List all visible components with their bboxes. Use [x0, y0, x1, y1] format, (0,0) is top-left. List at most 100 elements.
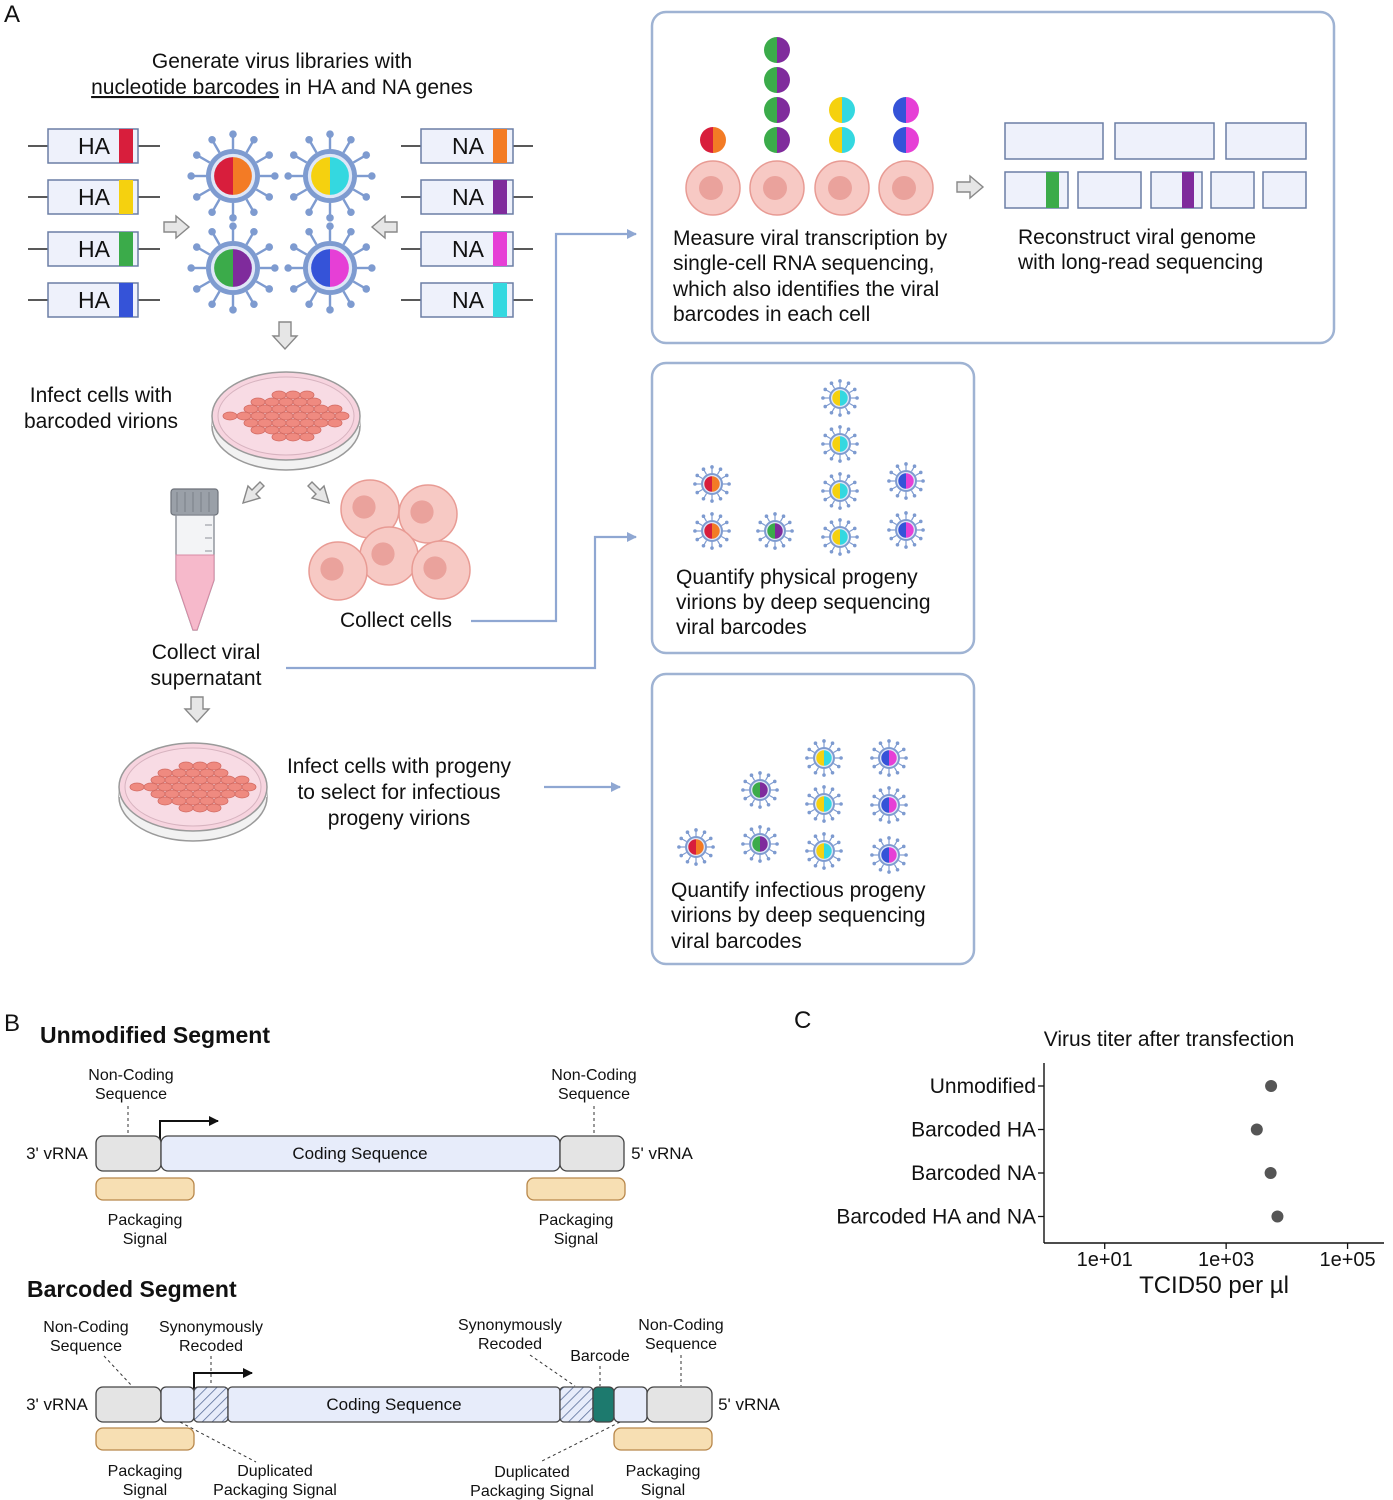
barcode-half-right — [824, 750, 832, 766]
barcode-half-right — [696, 839, 704, 855]
spike-tip — [701, 543, 706, 548]
spike-tip — [889, 487, 894, 492]
bc-syn-right-2: Recoded — [478, 1336, 542, 1353]
cell-nucleus — [423, 556, 447, 580]
spike-tip — [192, 243, 201, 251]
spike-tip — [838, 518, 842, 522]
bc-barcode-label: Barcode — [570, 1348, 630, 1365]
physical-progeny-virions — [693, 379, 925, 556]
ha-gene-label: HA — [78, 236, 111, 262]
spike-tip — [695, 473, 700, 478]
category-label: Unmodified — [930, 1075, 1036, 1098]
spike-tip — [901, 794, 906, 799]
spike-tip — [708, 853, 713, 858]
barcode-half-left — [214, 249, 233, 287]
virion — [870, 739, 908, 777]
barcode-half-right — [777, 127, 790, 153]
spike-tip — [192, 193, 201, 201]
ha-gene: HA — [28, 282, 160, 318]
spike-tip — [822, 739, 826, 743]
spike-tip — [889, 536, 894, 541]
spike-tip — [775, 788, 779, 792]
spike-tip — [813, 770, 818, 775]
dish-cell — [206, 761, 222, 771]
barcode-half-right — [840, 390, 848, 406]
spike-tip — [904, 853, 908, 857]
spike-tip — [347, 300, 355, 309]
spike-tip — [805, 802, 809, 806]
host-nucleus — [892, 176, 916, 200]
spike-tip — [289, 285, 298, 293]
spike-tip — [265, 151, 274, 159]
spike-tip — [702, 859, 707, 864]
start-arrow — [159, 1116, 219, 1142]
barcode-half-left — [832, 436, 840, 452]
packaging-label-right-2: Signal — [554, 1231, 598, 1248]
transcript-barcode — [700, 127, 726, 153]
noncoding-label-right-2: Sequence — [558, 1086, 630, 1103]
spike-tip — [901, 764, 906, 769]
virion — [284, 222, 376, 314]
ha-barcode — [119, 283, 133, 317]
box1-right-line2: with long-read sequencing — [1017, 251, 1263, 274]
spike-tip — [870, 756, 874, 760]
collection-tube — [170, 488, 219, 631]
box2-text-line1: Quantify physical progeny — [676, 566, 918, 589]
spike-tip — [887, 479, 891, 483]
barcode-half-left — [881, 847, 889, 863]
dish-cell — [213, 768, 229, 778]
infect-progeny-line2: to select for infectious — [297, 781, 500, 804]
spike-tip — [695, 490, 700, 495]
spike-tip — [758, 825, 762, 829]
spike-tip — [912, 493, 917, 498]
bc-barcode-block — [592, 1386, 615, 1423]
flow-cells-to-box1 — [471, 229, 637, 623]
barcode-half-right — [906, 473, 914, 489]
spike-tip — [250, 227, 258, 236]
bc-noncoding-right-block — [646, 1386, 713, 1423]
spike-tip — [772, 833, 777, 838]
barcode-half-left — [881, 797, 889, 813]
collect-supernatant-line1: Collect viral — [152, 641, 261, 664]
virion — [756, 512, 794, 550]
spike-tip — [836, 857, 841, 862]
unmodified-segment: Non-Coding Sequence Non-Coding Sequence … — [26, 1067, 693, 1248]
dish-cell — [299, 432, 315, 442]
spike-tip — [773, 546, 777, 550]
spike-tip — [758, 537, 763, 542]
spike-tip — [265, 243, 274, 251]
barcode-half-right — [840, 483, 848, 499]
spike-tip — [192, 285, 201, 293]
spike-tip — [830, 770, 835, 775]
spike-tip — [870, 853, 874, 857]
spike-tip — [830, 816, 835, 821]
spike-tip — [772, 796, 777, 801]
spike-tip — [265, 285, 274, 293]
spike-tip — [852, 497, 857, 502]
spike-tip — [718, 496, 723, 501]
spike-tip — [693, 482, 697, 486]
box3-text-line2: virions by deep sequencing — [671, 904, 926, 927]
host-nucleus — [699, 176, 723, 200]
spike-tip — [870, 803, 874, 807]
x-tick-label: 1e+01 — [1077, 1249, 1133, 1271]
bc-syn-right: Synonymously — [458, 1317, 562, 1334]
na-gene-label: NA — [452, 133, 485, 159]
spike-tip — [904, 756, 908, 760]
spike-tip — [790, 529, 794, 533]
spike-tip — [846, 427, 851, 432]
spike-tip — [821, 442, 825, 446]
bc-syn-left: Synonymously — [159, 1319, 263, 1336]
spike-tip — [679, 836, 684, 841]
bc-five-prime: 5' vRNA — [718, 1395, 780, 1414]
spike-tip — [846, 474, 851, 479]
barcode-half-left — [829, 127, 842, 153]
bc-noncoding-left: Non-Coding — [43, 1319, 128, 1336]
transcript-barcode — [829, 97, 855, 123]
dish-cell — [241, 782, 257, 792]
box1-text-line1: Measure viral transcription by — [673, 227, 948, 250]
dish-cell — [157, 796, 173, 806]
packaging-label-right: Packaging — [539, 1212, 614, 1229]
barcode-half-left — [881, 750, 889, 766]
spike-tip — [702, 830, 707, 835]
